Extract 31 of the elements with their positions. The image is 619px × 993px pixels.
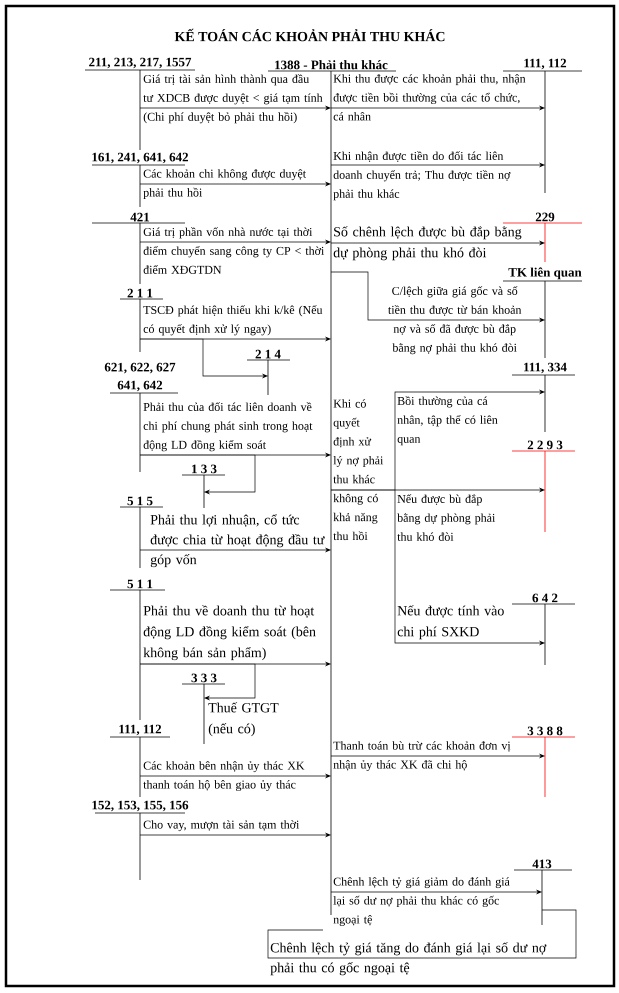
arrow [140,664,256,701]
edge-label: Khi nhận được tiền do đối tác liên doanh chuyển trả; Thu được tiền nợ phải thu khác [333,151,510,200]
t-account: 3 3 8 8 [512,726,576,798]
edge-label: C/lệch giữa giá gốc và số tiền thu được từ bán khoản nợ và số đã được bù đắp bằng nợ phải thu khó đòi [388,286,522,354]
edge-label: Khi thu được các khoản phải thu, nhận được tiền bồi thường của các tổ chức, cá nhân [334,74,526,120]
edge-label: Giá trị phần vốn nhà nước tại thời điểm chuyển sang công ty CP < thời điểm XĐGTDN [144,227,324,274]
edge-label: Nếu được bù đắp bằng dự phòng phải thu khó đòi [397,494,496,541]
t-account: 1 3 3 [182,464,226,508]
t-account: 413 [514,860,572,926]
edge-label: Chênh lệch tỷ giá tăng do đánh giá lại số dư nợ phải thu có gốc ngoại tệ [270,942,546,976]
edge-label: Bồi thường của cá nhân, tập thể có liên quan [397,396,498,446]
edge-label: Phải thu của đối tác liên doanh về chi phí chung phát sinh trong hoạt động LD đồng kiểm soát [144,402,312,452]
edge-label: TSCĐ phát hiện thiếu khi k/kê (Nếu có quyết định xử lý ngay) [143,305,322,336]
edge-label: Chênh lệch tỷ giá giảm do đánh giá lại số dư nợ phải thu khác có gốc ngoại tệ [333,877,510,926]
edge-label: Các khoản chi không được duyệt phải thu hồi [143,169,306,199]
edge-label: Thuế GTGT (nếu có) [208,702,278,736]
edge-label: Nếu được tính vào chi phí SXKD [398,605,504,640]
edge-label: Các khoản bên nhận ủy thác XK thanh toán hộ bên giao ủy thác [143,761,304,792]
arrow [140,454,256,495]
edge-label: Phải thu về doanh thu từ hoạt động LD đồng kiểm soát (bên không bán sản phẩm) [143,605,316,660]
edge-label: Cho vay, mượn tài sản tạm thời [144,820,300,832]
t-account: 2 2 9 3 [512,440,576,532]
t-account: 2 1 4 [246,350,290,396]
edge-label: Thanh toán bù trừ các khoản đơn vị nhận ủy thác XK đã chi hộ [333,741,510,772]
t-account: 6 4 2 [512,594,576,666]
edge-label: Giá trị tài sản hình thành qua đầu tư XDCB được duyệt < giá tạm tính (Chi phí duyệt bỏ phải thu hồi) [143,74,322,124]
t-account: 111, 334 [512,362,576,432]
note-text: Khi có quyết định xử lý nợ phải thu khác không có khả năng thu hồi [333,399,384,540]
edge-label: Phải thu lợi nhuận, cổ tức được chia từ hoạt động đầu tư góp vốn [150,514,325,568]
edge-label: Số chênh lệch được bù đắp bằng dự phòng phải thu khó đòi [334,226,522,260]
title: KẾ TOÁN CÁC KHOẢN PHẢI THU KHÁC [174,28,444,42]
